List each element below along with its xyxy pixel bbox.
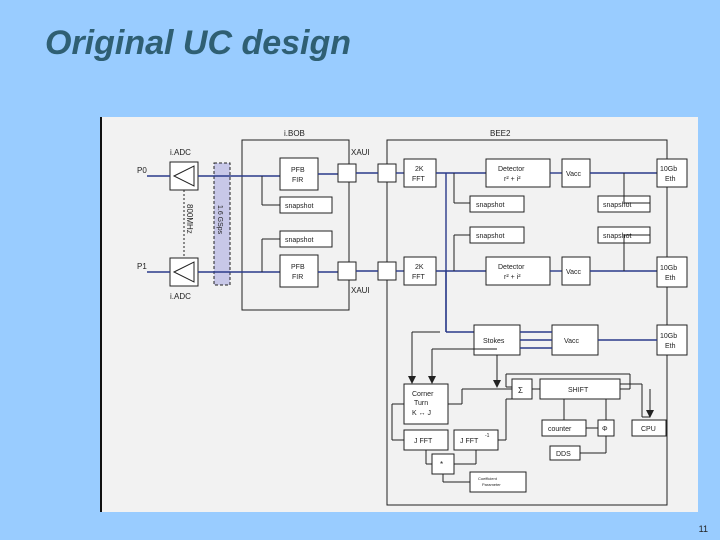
vacc1-label: Vacc: [566, 171, 582, 178]
snapshot-bee2-1: [469, 195, 525, 213]
snap-b2-label: snapshot: [476, 233, 504, 240]
fft2-line1: 2K: [415, 264, 424, 271]
pfb1-line1: PFB: [291, 167, 305, 174]
pfb2-line2: FIR: [292, 274, 303, 281]
snap-b4-label: snapshot: [603, 233, 631, 240]
xaui-bottom-label: XAUI: [351, 286, 370, 295]
p0-label: P0: [137, 166, 147, 175]
coefficient-line2: Parameter: [482, 482, 501, 487]
snapshot-ibob-2-label: snapshot: [285, 237, 313, 244]
phi-label: Φ: [602, 426, 608, 433]
vacc2-label: Vacc: [566, 269, 582, 276]
detector2-line1: Detector: [498, 264, 525, 271]
corner-turn-box: [403, 383, 449, 425]
eth-3: [656, 324, 688, 356]
pfb-fir-2: [279, 254, 319, 288]
corner-turn-line1: Corner: [412, 391, 434, 398]
pfb2-line1: PFB: [291, 264, 305, 271]
fft-2k-2: [403, 256, 437, 286]
eth-2: [656, 256, 688, 288]
fft2-line2: FFT: [412, 274, 426, 281]
eth2-line1: 10Gb: [660, 265, 677, 272]
fft1-line2: FFT: [412, 176, 426, 183]
clock-strip: [213, 162, 231, 286]
eth-1: [656, 158, 688, 188]
xaui-bee2-2: [377, 261, 397, 281]
block-diagram-svg: i.BOB BEE2 XAUI XAUI P0 P1 i.ADC i.ADC 8…: [137, 129, 688, 506]
vacc-3: [551, 324, 599, 356]
iadc-top-label: i.ADC: [170, 148, 191, 157]
stokes-label: Stokes: [483, 338, 505, 345]
bee2-label: BEE2: [490, 129, 511, 138]
jfft-inverse-superscript: -1: [485, 433, 490, 439]
snapshot-ibob-1-label: snapshot: [285, 203, 313, 210]
eth2-line2: Eth: [665, 275, 676, 282]
page-number: 11: [698, 524, 708, 534]
eth3-line1: 10Gb: [660, 333, 677, 340]
eth1-line1: 10Gb: [660, 166, 677, 173]
vacc-2: [561, 256, 591, 286]
fft-2k-1: [403, 158, 437, 188]
cpu-label: CPU: [641, 426, 656, 433]
dds-label: DDS: [556, 451, 571, 458]
fft1-line1: 2K: [415, 166, 424, 173]
snap-b3-label: snapshot: [603, 202, 631, 209]
pfb-fir-1: [279, 157, 319, 191]
sigma-label: Σ: [518, 386, 523, 395]
cpu-box: [631, 419, 667, 437]
snap-b1-label: snapshot: [476, 202, 504, 209]
corner-turn-line2: Turn: [414, 400, 428, 407]
xaui-bee2-1: [377, 163, 397, 183]
multiply-label: *: [440, 460, 443, 469]
detector-2: [485, 256, 551, 286]
detector1-line1: Detector: [498, 166, 525, 173]
ibob-label: i.BOB: [284, 129, 305, 138]
detector1-line2: r² + i²: [504, 176, 521, 183]
vacc3-label: Vacc: [564, 338, 580, 345]
pfb1-line2: FIR: [292, 177, 303, 184]
clock-800-label: 800MHz: [185, 204, 194, 234]
counter-label: counter: [548, 426, 572, 433]
shift-label: SHIFT: [568, 387, 589, 394]
stokes-box: [473, 324, 521, 356]
slide-title: Original UC design: [45, 24, 352, 62]
snapshot-bee2-2: [469, 226, 525, 244]
xaui-ibob-1: [337, 163, 357, 183]
adc-bottom-triangle: [172, 261, 195, 283]
block-diagram: i.BOB BEE2 XAUI XAUI P0 P1 i.ADC i.ADC 8…: [100, 117, 698, 512]
p1-label: P1: [137, 262, 147, 271]
eth1-line2: Eth: [665, 176, 676, 183]
vacc-1: [561, 158, 591, 188]
xaui-ibob-2: [337, 261, 357, 281]
eth3-line2: Eth: [665, 343, 676, 350]
jfft-label: J FFT: [414, 438, 433, 445]
iadc-bottom-label: i.ADC: [170, 292, 191, 301]
clock-16-label: 1.6 GSps: [216, 205, 223, 235]
xaui-top-label: XAUI: [351, 148, 370, 157]
corner-turn-line3: K ↔ J: [412, 410, 431, 417]
coefficient-line1: Coefficient: [478, 476, 498, 481]
detector2-line2: r² + i²: [504, 274, 521, 281]
jfft-inverse-label: J FFT: [460, 438, 479, 445]
adc-top-triangle: [172, 165, 195, 187]
